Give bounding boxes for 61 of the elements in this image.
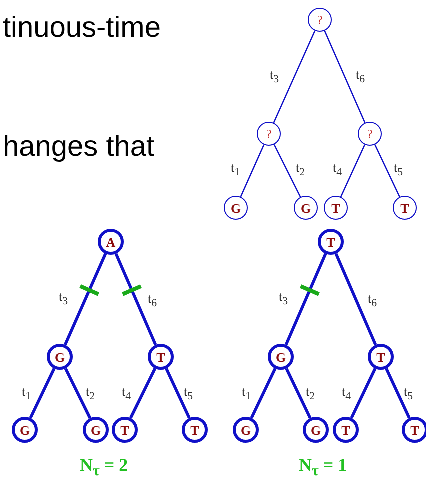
tree-node: G — [12, 417, 38, 443]
edge-label: t$_{4}$ — [333, 161, 342, 178]
tree-node: G — [294, 196, 318, 220]
tree-node: ? — [308, 8, 332, 32]
tree-node: G — [303, 417, 329, 443]
count-label: N$_{τ}$ = 1 — [299, 456, 348, 478]
tree-node: T — [402, 417, 426, 443]
tree-node: G — [233, 417, 259, 443]
branch-line — [350, 368, 377, 419]
count-label: N$_{τ}$ = 2 — [80, 456, 128, 478]
branch-line — [250, 368, 277, 419]
branch-line — [64, 253, 108, 346]
branch-line — [240, 144, 265, 198]
branch-line — [284, 253, 328, 346]
edge-label: t$_{6}$ — [368, 292, 378, 310]
tree-node: ? — [358, 122, 382, 146]
tree-node: G — [47, 344, 73, 370]
branch-line — [374, 144, 400, 198]
slide-text: tinuous-time — [3, 14, 161, 43]
tree-node: T — [393, 196, 417, 220]
tree-node: T — [324, 196, 348, 220]
tree-node: A — [98, 229, 124, 255]
edge-label: t$_{5}$ — [394, 161, 404, 178]
branch-line — [285, 368, 312, 419]
slide-text: hanges that — [3, 133, 155, 162]
edge-label: t$_{1}$ — [231, 161, 240, 178]
edge-label: t$_{2}$ — [306, 385, 316, 402]
branch-line — [324, 30, 366, 124]
edge-label: t$_{5}$ — [404, 385, 414, 402]
edge-label: t$_{6}$ — [148, 292, 158, 310]
tree-node: T — [318, 229, 344, 255]
tree-node: G — [268, 344, 294, 370]
tree-node: T — [148, 344, 174, 370]
tree-node: T — [333, 417, 359, 443]
edge-label: t$_{6}$ — [356, 68, 366, 86]
tree-node: T — [182, 417, 208, 443]
edge-label: t$_{2}$ — [86, 385, 96, 402]
tree-node: T — [368, 344, 394, 370]
tree-node: G — [83, 417, 109, 443]
tree-node: G — [224, 196, 248, 220]
tree-node: ? — [257, 122, 281, 146]
edge-label: t$_{1}$ — [242, 385, 252, 402]
branch-line — [334, 253, 378, 346]
edge-label: t$_{4}$ — [122, 385, 132, 402]
edge-label: t$_{5}$ — [184, 385, 194, 402]
tree-node: T — [112, 417, 138, 443]
branch-line — [64, 368, 92, 419]
branch-line — [165, 368, 191, 419]
branch-line — [114, 253, 158, 346]
branch-line — [340, 144, 366, 198]
edge-label: t$_{4}$ — [342, 385, 352, 402]
edge-label: t$_{3}$ — [270, 68, 280, 86]
branch-line — [129, 368, 157, 419]
branch-line — [385, 368, 411, 419]
branch-line — [274, 144, 302, 198]
edge-label: t$_{2}$ — [296, 161, 306, 178]
edge-label: t$_{3}$ — [279, 290, 288, 308]
edge-label: t$_{1}$ — [22, 385, 32, 402]
edge-label: t$_{3}$ — [59, 290, 68, 308]
branch-line — [273, 30, 316, 124]
branch-line — [29, 368, 56, 419]
